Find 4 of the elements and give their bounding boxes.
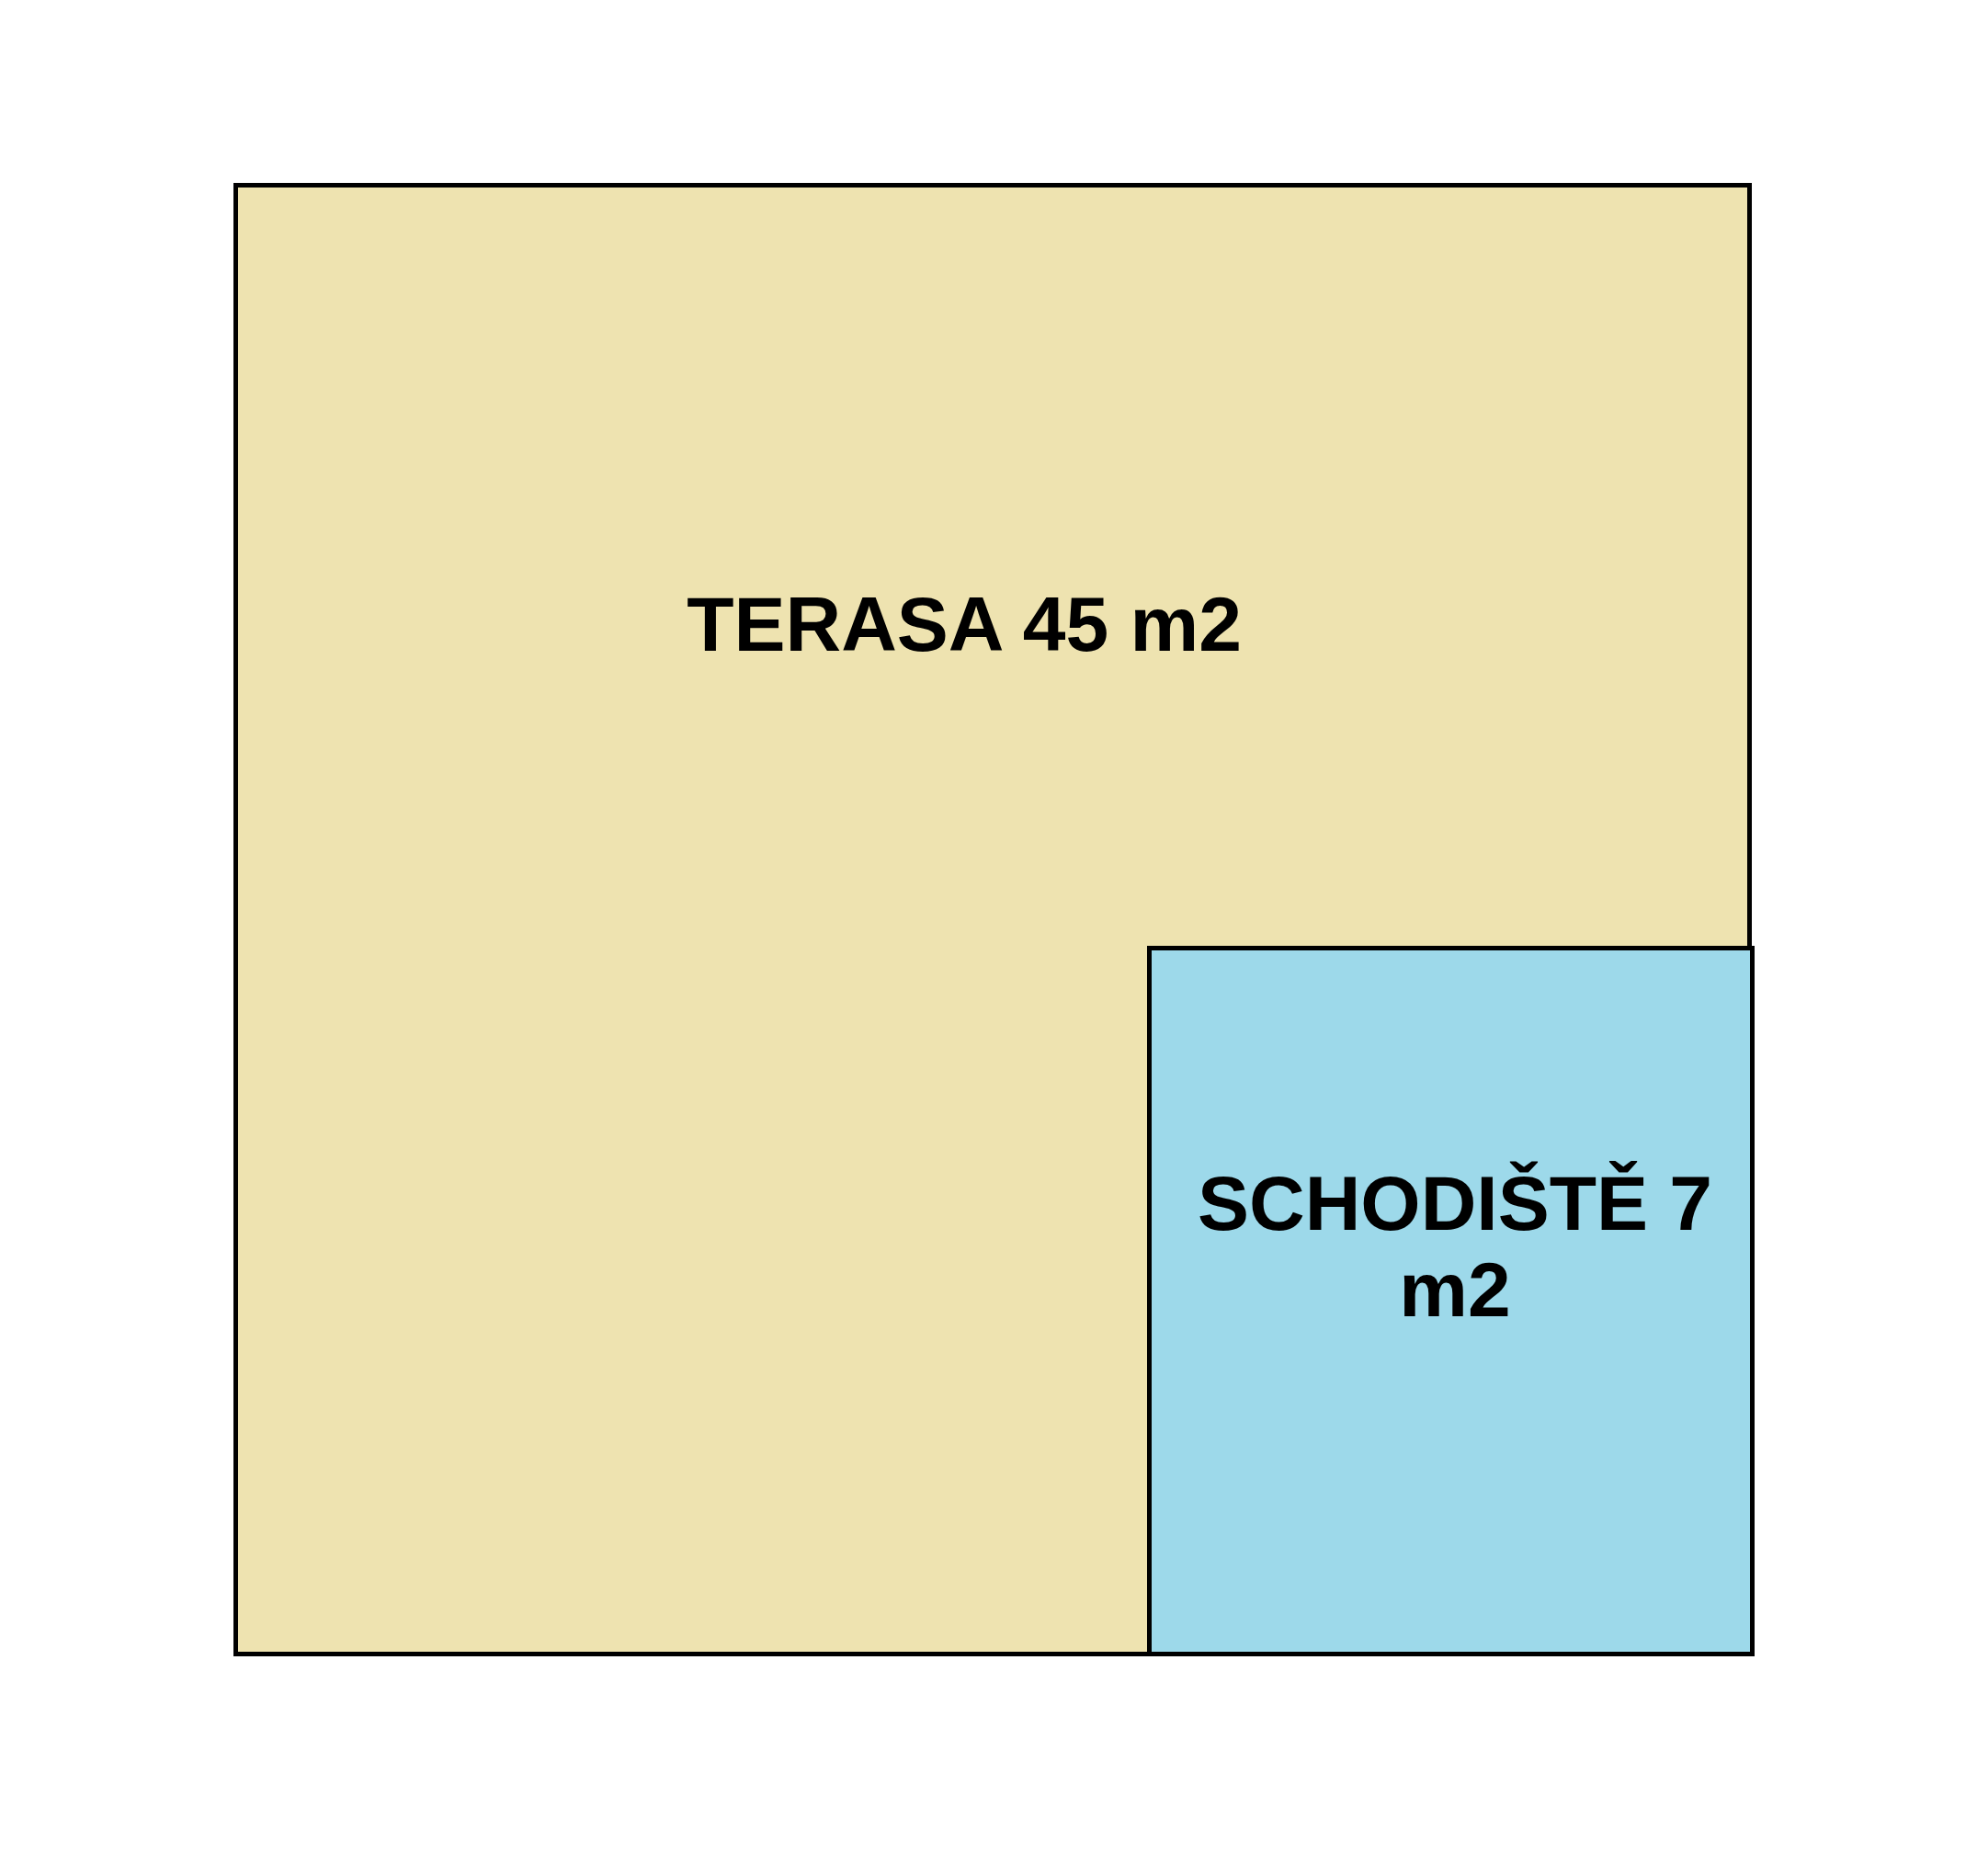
room-area: [233, 183, 1752, 1656]
room-label: TERASA 45 m2: [686, 581, 1243, 668]
room-label: SCHODIŠTĚ 7 m2: [1196, 1160, 1714, 1334]
room-area: [1147, 946, 1755, 1656]
